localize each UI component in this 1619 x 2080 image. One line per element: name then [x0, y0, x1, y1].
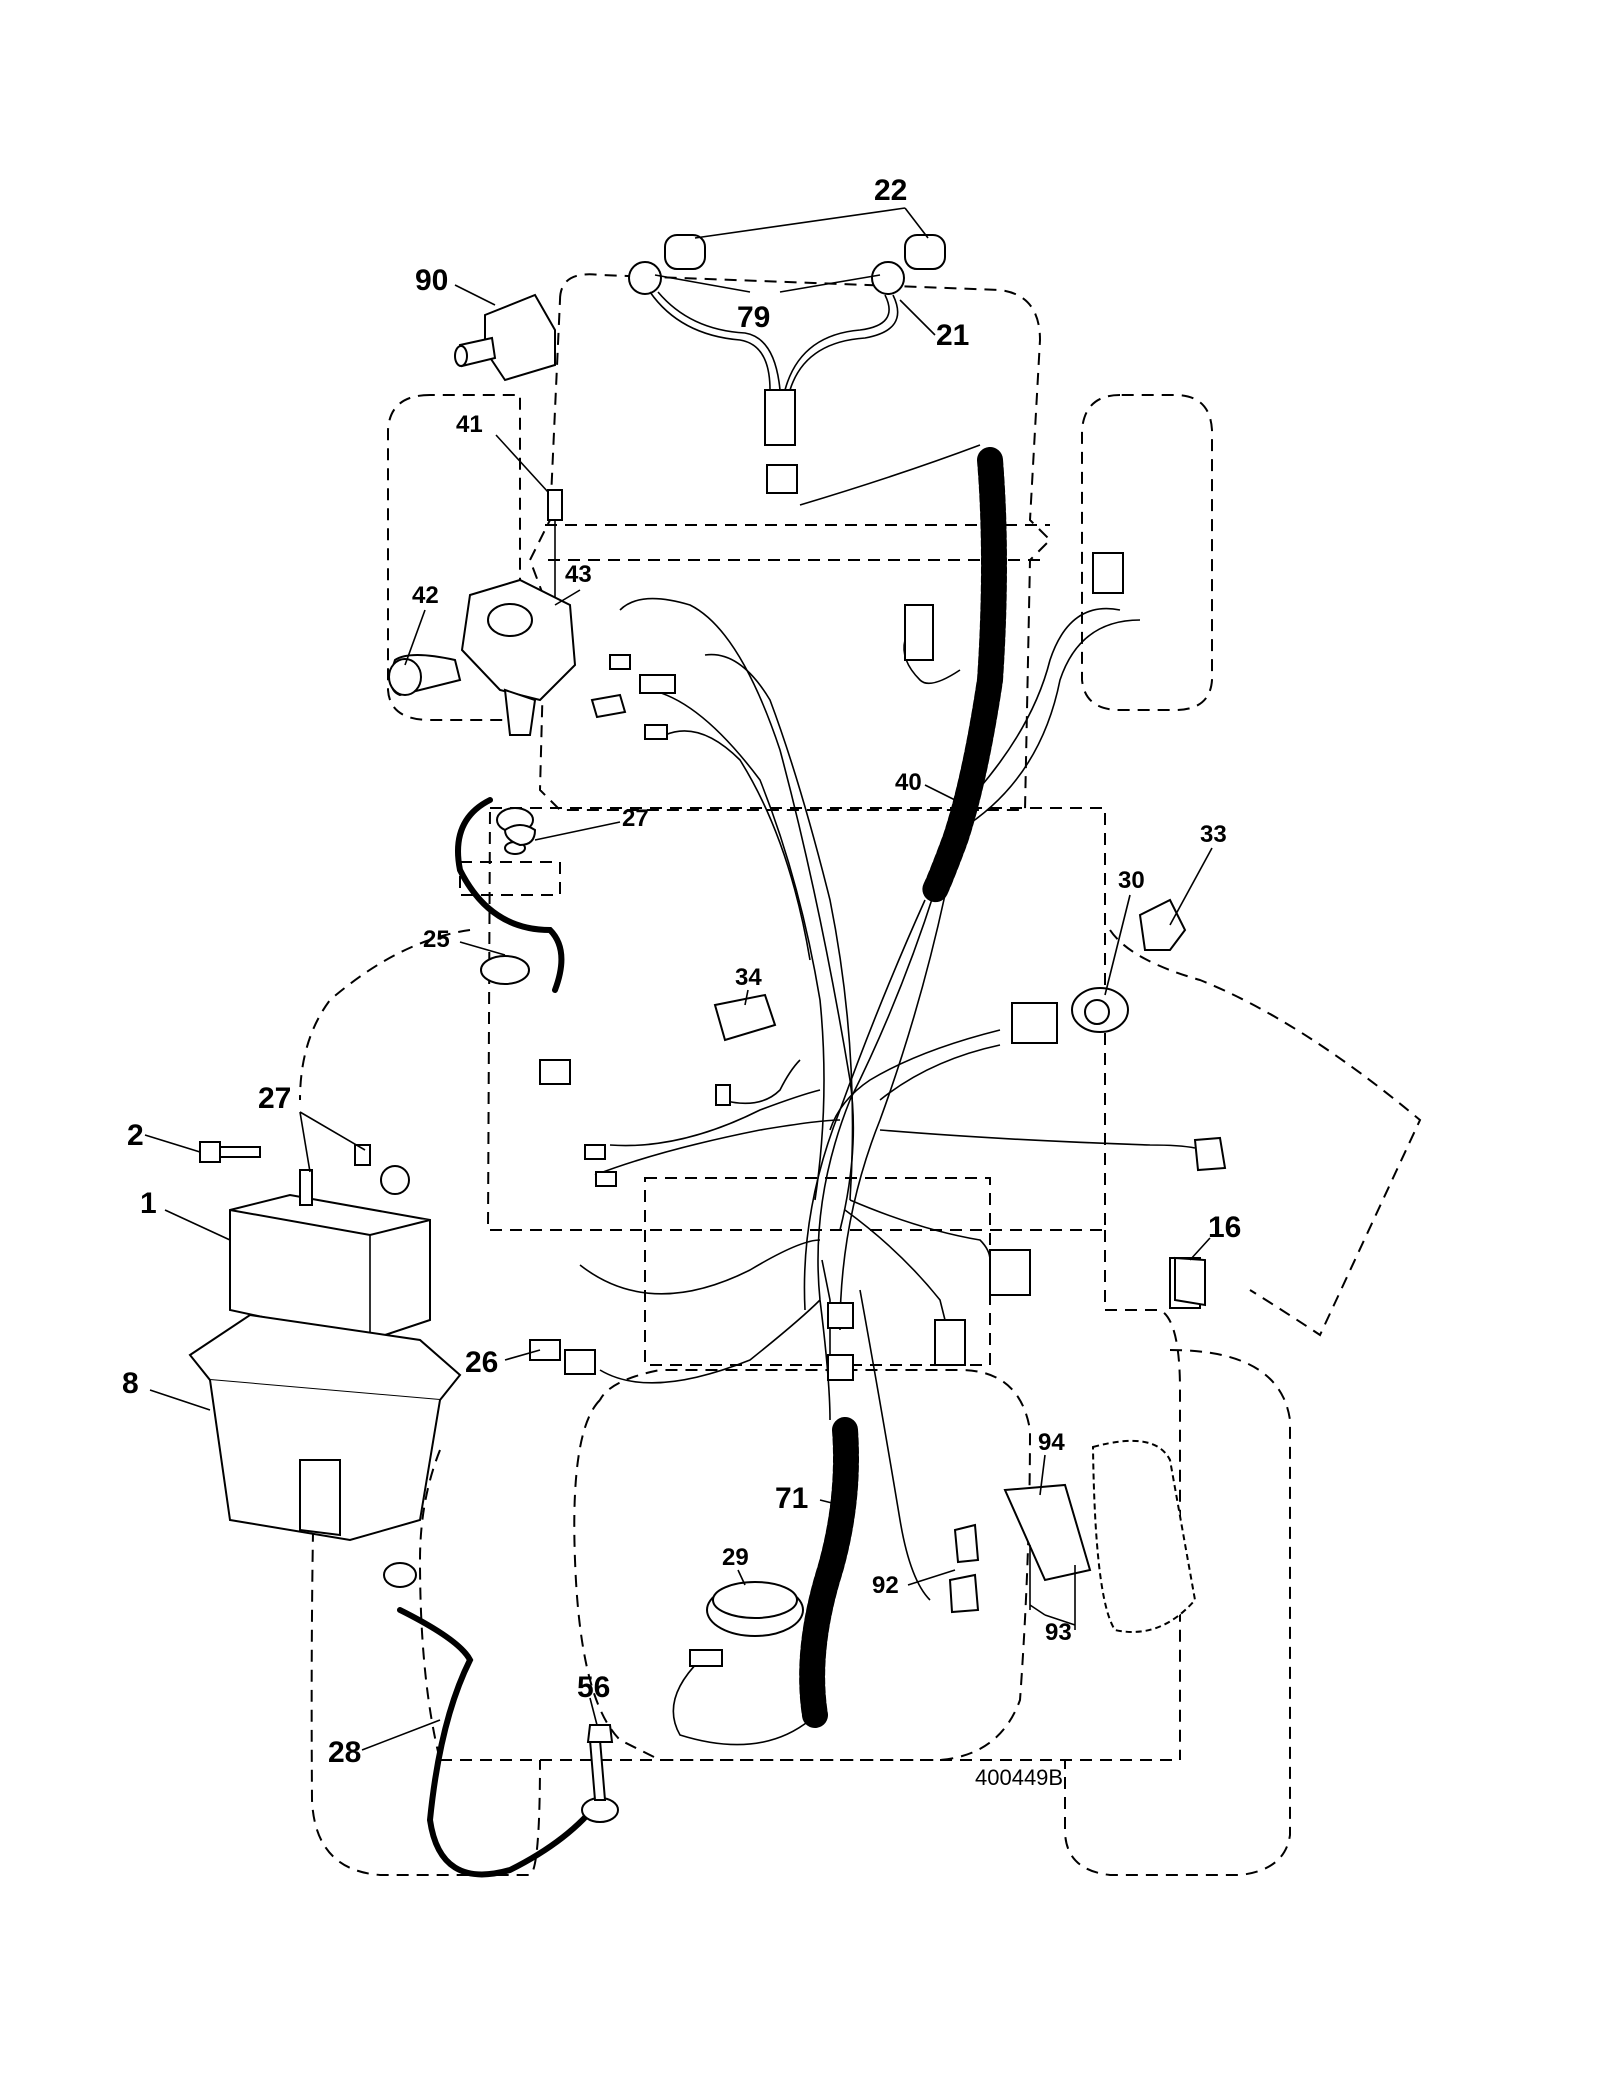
callout-25: 25	[423, 926, 450, 953]
leader-lines	[144, 207, 1213, 1751]
connectors	[529, 552, 1227, 1381]
callout-8: 8	[122, 1367, 139, 1400]
callout-33: 33	[1200, 821, 1227, 848]
callout-21: 21	[936, 319, 969, 352]
callout-43: 43	[565, 561, 592, 588]
callout-93: 93	[1045, 1619, 1072, 1646]
headlight-assembly	[628, 234, 946, 494]
switches	[713, 993, 1206, 1307]
bolt-2	[199, 1141, 261, 1163]
callout-22: 22	[874, 174, 907, 207]
ignition-switch-group	[388, 489, 577, 736]
callout-26: 26	[465, 1346, 498, 1379]
chassis-outlines	[299, 273, 1422, 1876]
callout-90: 90	[415, 264, 448, 297]
callout-16: 16	[1208, 1211, 1241, 1244]
battery-1	[229, 1165, 431, 1342]
callout-71: 71	[775, 1482, 808, 1515]
nut-27	[354, 824, 537, 1166]
switch-knob-90	[454, 293, 556, 382]
callout-92: 92	[872, 1572, 899, 1599]
battery-tray-8	[188, 1313, 462, 1542]
callout-94: 94	[1038, 1429, 1065, 1456]
callout-28: 28	[328, 1736, 361, 1769]
callout-40: 40	[895, 769, 922, 796]
conduit-lead-top	[799, 444, 981, 506]
callout-30: 30	[1118, 867, 1145, 894]
callout-2: 2	[127, 1119, 144, 1152]
callout-labels: 22 90 79 21 41 43 42 27 40 33 30 25 34 2…	[122, 174, 1241, 1790]
callout-27-nut: 27	[622, 805, 649, 832]
coiled-cord-71	[799, 1417, 859, 1728]
harness-wires	[579, 597, 1196, 1601]
callout-56: 56	[577, 1671, 610, 1704]
callout-42: 42	[412, 582, 439, 609]
callout-29: 29	[722, 1544, 749, 1571]
callout-41: 41	[456, 411, 483, 438]
callout-34: 34	[735, 964, 762, 991]
horn-29	[672, 1581, 811, 1746]
diagram-code: 400449B	[975, 1765, 1063, 1790]
bolt-56	[586, 1724, 614, 1743]
cables	[383, 797, 619, 1878]
callout-79: 79	[737, 301, 770, 334]
callout-27-battery: 27	[258, 1082, 291, 1115]
seat-switch-94	[948, 1439, 1197, 1633]
callout-1: 1	[140, 1187, 157, 1220]
main-conduit-40	[922, 447, 1007, 903]
